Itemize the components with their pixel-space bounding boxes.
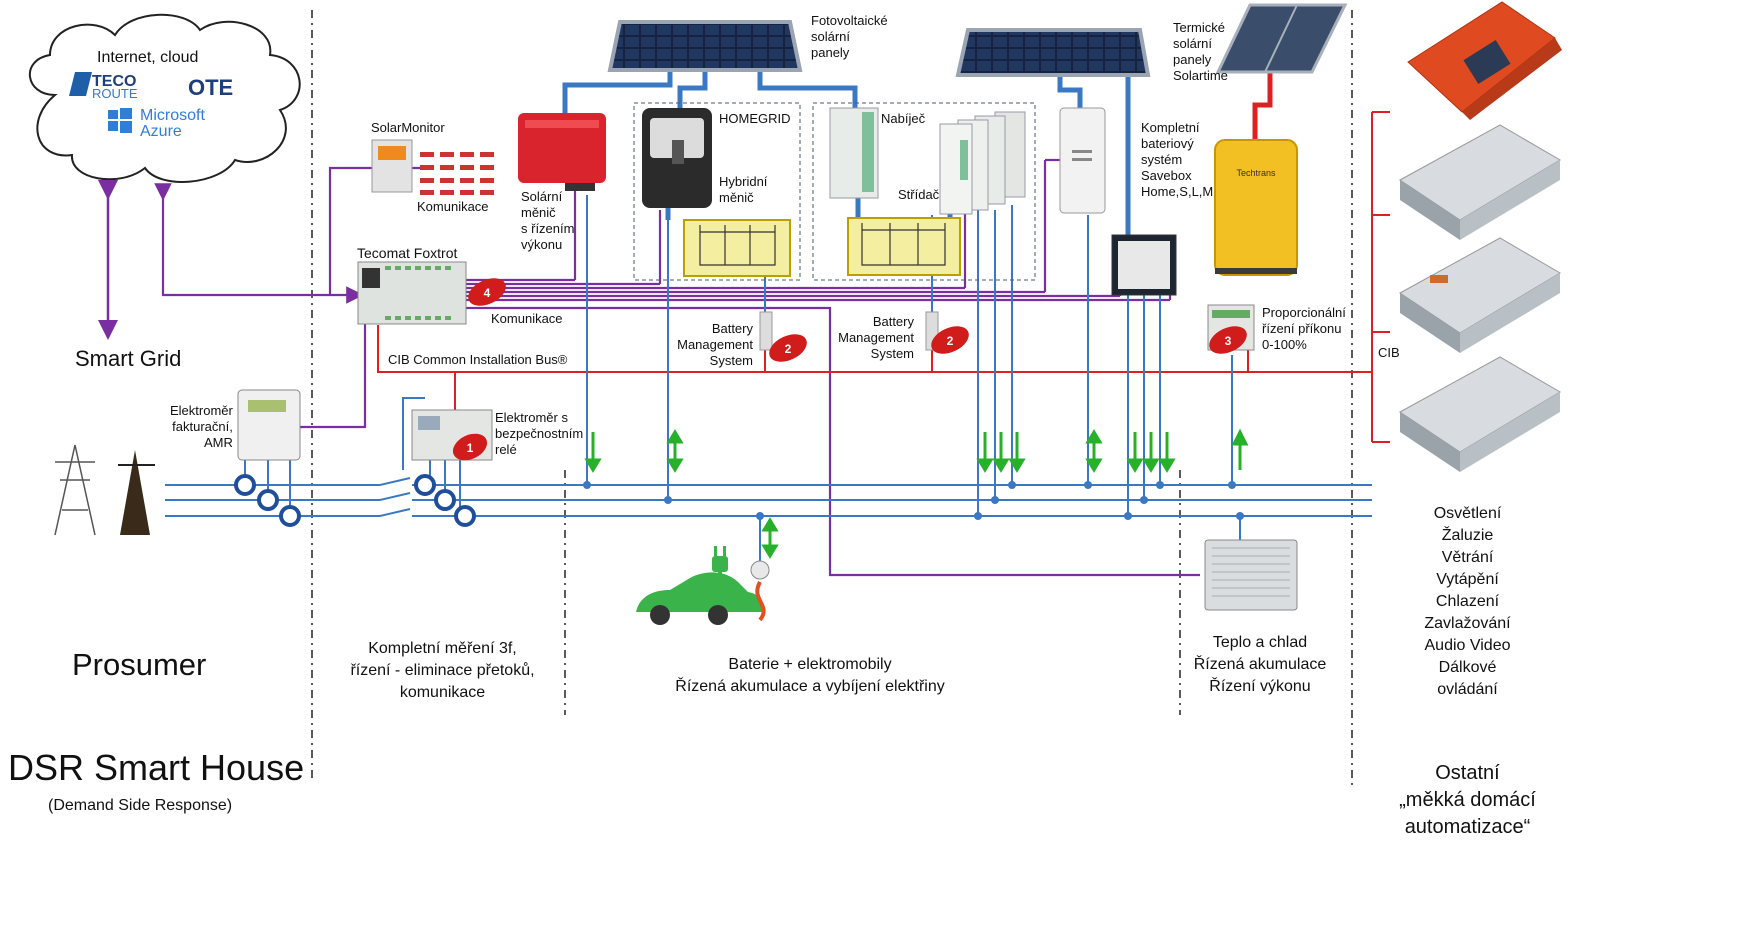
billing-meter (237, 389, 301, 461)
svg-text:3: 3 (1225, 334, 1232, 348)
thermal-solar-panel (1215, 3, 1348, 74)
heat-pump (1204, 539, 1298, 611)
homegrid-label: HOMEGRID (719, 111, 791, 126)
communication-lines (154, 158, 1200, 577)
dsr-title: DSR Smart House (8, 747, 305, 788)
battery-pack-charger (847, 217, 961, 276)
charger-device (829, 107, 879, 199)
thermal-pipe (1252, 72, 1273, 140)
homegrid-box (633, 102, 1036, 281)
badge-2a: 2 (769, 334, 807, 362)
inverter-label: Střídač (898, 187, 940, 202)
flow-arrows (584, 428, 1249, 559)
solarmonitor-device (371, 139, 494, 195)
cloud-shape (29, 13, 301, 183)
azure-logo-text: Azure (140, 123, 182, 140)
cib-bus-label: CIB Common Installation Bus® (388, 352, 568, 367)
power-pylons (54, 444, 96, 536)
svg-text:4: 4 (484, 286, 491, 300)
badge-2b: 2 (931, 326, 969, 354)
teco-route-logo (69, 72, 92, 96)
prosumer-label: Prosumer (72, 647, 207, 682)
savebox-battery (1059, 107, 1106, 214)
house-roof (1407, 1, 1562, 120)
svg-text:2: 2 (947, 334, 954, 348)
battery-pack-homegrid (683, 219, 791, 277)
boiler-brand-text: Techtrans (1236, 168, 1276, 178)
svg-text:1: 1 (467, 441, 474, 455)
section-dividers (311, 10, 1353, 790)
hybrid-inverter-device (642, 108, 712, 208)
cloud-title: Internet, cloud (97, 49, 199, 66)
dsr-subtitle: (Demand Side Response) (48, 797, 233, 814)
microsoft-logo-text: Microsoft (140, 107, 205, 124)
foxtrot-comm-label: Komunikace (491, 311, 563, 326)
bms-module-1 (759, 311, 773, 351)
cib-right-label: CIB (1378, 345, 1400, 360)
pv-panel-left (607, 20, 803, 72)
foxtrot-title: Tecomat Foxtrot (357, 245, 458, 261)
badge-1: 1 (452, 433, 488, 461)
solar-inverter-device (518, 113, 606, 191)
current-transformers (234, 474, 476, 527)
teco-logo-text: TECO (92, 73, 136, 90)
house-floor-2 (1399, 237, 1561, 353)
power-lines (165, 195, 1372, 570)
badge-4: 4 (468, 278, 506, 306)
ote-logo-text: OTE (188, 75, 233, 100)
smart-grid-label: Smart Grid (75, 346, 182, 371)
route-logo-text: ROUTE (92, 86, 138, 101)
solarmonitor-title: SolarMonitor (371, 120, 445, 135)
boiler-tank (1214, 139, 1298, 276)
cib-bus (377, 111, 1390, 443)
plug-icon (712, 546, 728, 582)
foxtrot-plc (357, 261, 467, 325)
house-floor-3 (1399, 356, 1561, 472)
azure-logo (108, 108, 132, 133)
ev-charger-cable (750, 560, 770, 622)
junction-dots (583, 481, 1244, 520)
house-floor-1 (1399, 124, 1561, 240)
badge-3: 3 (1209, 326, 1247, 354)
inverter-stack (939, 111, 1026, 215)
dc-connections (562, 70, 1131, 235)
solarmonitor-sub: Komunikace (417, 199, 489, 214)
section-measure-text: Kompletní měření 3f,řízení - eliminace p… (350, 640, 535, 701)
electric-car (636, 572, 765, 625)
power-pole (118, 450, 155, 535)
svg-text:2: 2 (785, 342, 792, 356)
pv-panel-right (955, 28, 1151, 77)
distribution-box (1111, 234, 1177, 296)
charger-label: Nabíječ (881, 111, 926, 126)
